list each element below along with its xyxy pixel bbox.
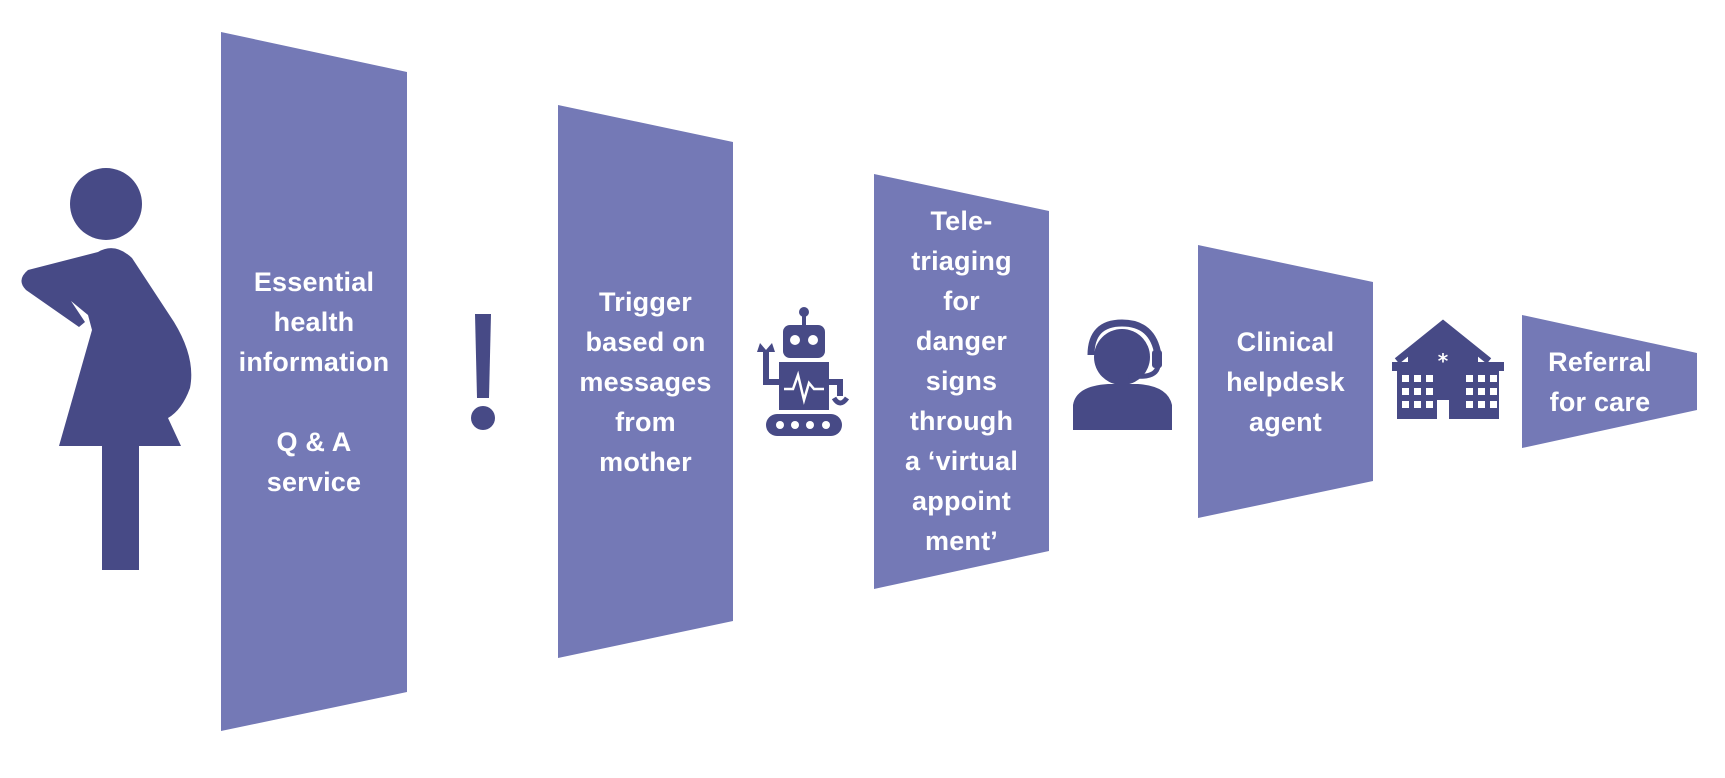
hospital-window xyxy=(1478,401,1485,408)
hospital-window xyxy=(1426,388,1433,395)
stage-panel-5 xyxy=(1522,315,1697,448)
hospital-window xyxy=(1414,375,1421,382)
stage-2-line-1: Trigger xyxy=(599,286,692,317)
hospital-window xyxy=(1466,401,1473,408)
hospital-window xyxy=(1490,401,1497,408)
stage-2-line-4: from xyxy=(615,406,676,437)
stage-5-line-2: for care xyxy=(1549,387,1651,417)
stage-3-line-3: for xyxy=(943,286,980,316)
hospital-window xyxy=(1402,375,1409,382)
hospital-icon: * xyxy=(1392,319,1504,419)
stage-panel-2 xyxy=(558,105,733,658)
stage-1-line-3: information xyxy=(238,347,390,377)
stage-4-line-2: helpdesk xyxy=(1226,366,1345,397)
hospital-window xyxy=(1466,388,1473,395)
hospital-window xyxy=(1426,401,1433,408)
hospital-window xyxy=(1478,388,1485,395)
stage-5-line-1: Referral xyxy=(1548,347,1652,377)
hospital-window xyxy=(1490,375,1497,382)
stage-label-3: Tele- triaging for danger signs through … xyxy=(874,206,1049,556)
svg-text:*: * xyxy=(1438,349,1449,373)
stage-3-line-1: Tele- xyxy=(930,206,993,236)
hospital-window xyxy=(1490,388,1497,395)
hospital-window xyxy=(1414,388,1421,395)
stage-label-5: Referral for care xyxy=(1522,340,1678,424)
hospital-window xyxy=(1402,401,1409,408)
stage-4-line-3: agent xyxy=(1248,406,1322,437)
stage-1-line-1: Essential xyxy=(253,267,375,297)
stage-3-line-6: through xyxy=(909,406,1014,436)
stage-4-line-1: Clinical xyxy=(1236,326,1335,357)
hospital-window xyxy=(1478,375,1485,382)
pregnant-woman-icon xyxy=(21,168,192,570)
exclamation-icon xyxy=(471,314,495,430)
stage-1-line-2: health xyxy=(273,307,355,337)
hospital-window xyxy=(1402,388,1409,395)
stage-2-line-3: messages xyxy=(579,366,712,397)
stage-label-4: Clinical helpdesk agent xyxy=(1198,282,1373,481)
stage-3-line-4: danger xyxy=(915,326,1008,356)
hospital-window xyxy=(1414,401,1421,408)
robot-icon xyxy=(757,307,850,436)
stage-1-line-5: service xyxy=(266,467,362,497)
stage-panel-1 xyxy=(221,32,407,731)
hospital-window xyxy=(1426,375,1433,382)
stage-label-1: Essential health information Q & A servi… xyxy=(221,72,407,692)
stage-3-line-7: a ‘virtual xyxy=(904,446,1019,476)
stage-2-line-2: based on xyxy=(585,326,706,357)
stage-1-line-4: Q & A xyxy=(276,427,352,457)
stage-3-line-8: appoint xyxy=(912,486,1011,516)
hospital-window xyxy=(1466,375,1473,382)
stage-3-line-2: triaging xyxy=(911,246,1012,276)
stage-panel-4 xyxy=(1198,245,1373,518)
stage-2-line-5: mother xyxy=(599,446,692,477)
stage-3-line-5: signs xyxy=(925,366,998,396)
stage-panel-3 xyxy=(874,174,1049,589)
stage-label-2: Trigger based on messages from mother xyxy=(558,142,733,621)
helpdesk-agent-icon xyxy=(1073,319,1172,430)
stage-3-line-9: ment’ xyxy=(924,526,998,556)
